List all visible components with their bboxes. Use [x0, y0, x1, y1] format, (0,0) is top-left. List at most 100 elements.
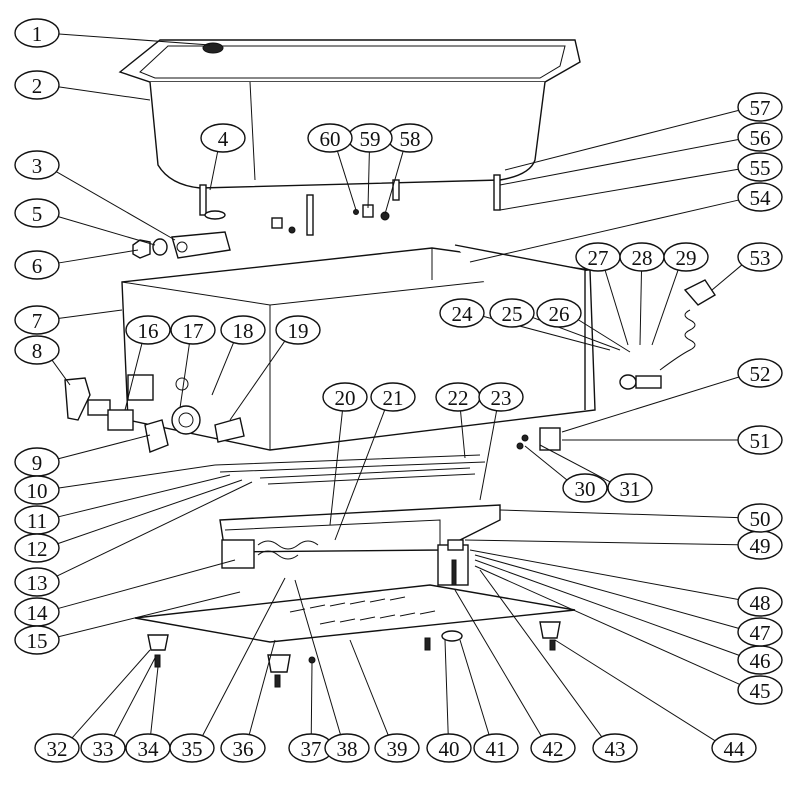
- leader-line-21: [334, 409, 386, 541]
- bracket: [437, 539, 469, 586]
- callout-ring: [220, 315, 266, 345]
- leader-line-20: [329, 410, 343, 526]
- leader-line-39: [349, 639, 389, 736]
- callout-9: 9: [14, 447, 60, 477]
- callout-number: 26: [549, 302, 570, 326]
- callout-ring: [14, 533, 60, 563]
- callout-number: 15: [27, 629, 48, 653]
- callout-number: 39: [387, 737, 408, 761]
- callout-47: 47: [737, 617, 783, 647]
- callout-number: 38: [337, 737, 358, 761]
- callout-number: 18: [233, 319, 254, 343]
- leader-line-38: [294, 579, 341, 735]
- callout-number: 35: [182, 737, 203, 761]
- callout-number: 20: [335, 386, 356, 410]
- callout-ring: [478, 382, 524, 412]
- callout-38: 38: [324, 733, 370, 763]
- callout-19: 19: [275, 315, 321, 345]
- callout-number: 8: [32, 339, 43, 363]
- callout-ring: [125, 315, 171, 345]
- leader-line-29: [651, 269, 679, 346]
- leader-line-41: [459, 639, 490, 735]
- callout-16: 16: [125, 315, 171, 345]
- callout-number: 44: [724, 737, 746, 761]
- leader-line-23: [479, 410, 498, 501]
- leader-line-37: [310, 662, 313, 735]
- callout-ring: [536, 298, 582, 328]
- callout-number: 30: [575, 477, 596, 501]
- callout-ring: [169, 733, 215, 763]
- callout-31: 31: [607, 473, 653, 503]
- studs: [199, 174, 501, 236]
- leader-line-34: [150, 666, 159, 735]
- callout-ring: [737, 425, 783, 455]
- callout-ring: [275, 315, 321, 345]
- callout-29: 29: [663, 242, 709, 272]
- callout-17: 17: [170, 315, 216, 345]
- callout-number: 52: [750, 362, 771, 386]
- callout-8: 8: [14, 335, 60, 365]
- leader-line-31: [539, 444, 611, 483]
- leader-line-57: [504, 109, 739, 171]
- leader-line-44: [554, 639, 716, 742]
- callout-ring: [14, 625, 60, 655]
- leader-line-7: [58, 309, 123, 319]
- callout-ring: [14, 198, 60, 228]
- callout-number: 10: [27, 479, 48, 503]
- callout-ring: [737, 152, 783, 182]
- callout-number: 3: [32, 154, 43, 178]
- callout-1: 1: [14, 18, 60, 48]
- callout-ring: [737, 617, 783, 647]
- callout-number: 1: [32, 22, 43, 46]
- callout-34: 34: [125, 733, 171, 763]
- callout-number: 29: [676, 246, 697, 270]
- leader-line-28: [639, 270, 643, 346]
- callout-10: 10: [14, 475, 60, 505]
- leader-line-48: [469, 549, 739, 601]
- leader-line-55: [499, 168, 739, 211]
- callout-60: 60: [307, 123, 353, 153]
- leader-line-26: [578, 319, 631, 353]
- callout-ring: [663, 242, 709, 272]
- callout-ring: [489, 298, 535, 328]
- callout-ring: [562, 473, 608, 503]
- callout-28: 28: [619, 242, 665, 272]
- callout-5: 5: [14, 198, 60, 228]
- callout-42: 42: [530, 733, 576, 763]
- leader-line-19: [229, 340, 286, 421]
- callout-ring: [80, 733, 126, 763]
- leader-line-17: [179, 343, 190, 409]
- callout-56: 56: [737, 122, 783, 152]
- leader-line-45: [474, 565, 741, 685]
- leader-line-10: [58, 464, 216, 489]
- callout-2: 2: [14, 70, 60, 100]
- callout-3: 3: [14, 150, 60, 180]
- callout-ring: [737, 92, 783, 122]
- callout-number: 58: [400, 127, 421, 151]
- leader-line-58: [384, 151, 404, 215]
- leader-line-36: [248, 639, 276, 735]
- leader-line-40: [444, 639, 449, 735]
- callout-ring: [14, 475, 60, 505]
- callout-number: 11: [27, 509, 47, 533]
- callout-58: 58: [387, 123, 433, 153]
- front-controls: [64, 377, 245, 453]
- callout-ring: [592, 733, 638, 763]
- callout-number: 19: [288, 319, 309, 343]
- leader-line-50: [499, 509, 739, 519]
- callout-number: 37: [301, 737, 322, 761]
- callout-number: 16: [138, 319, 159, 343]
- callout-51: 51: [737, 425, 783, 455]
- leader-line-8: [51, 359, 71, 386]
- callout-ring: [737, 242, 783, 272]
- callout-number: 45: [750, 679, 771, 703]
- callout-7: 7: [14, 305, 60, 335]
- callout-52: 52: [737, 358, 783, 388]
- leader-line-33: [113, 657, 156, 737]
- basin: [118, 39, 581, 189]
- leader-line-60: [336, 151, 357, 211]
- leader-line-18: [211, 342, 234, 396]
- callout-ring: [14, 250, 60, 280]
